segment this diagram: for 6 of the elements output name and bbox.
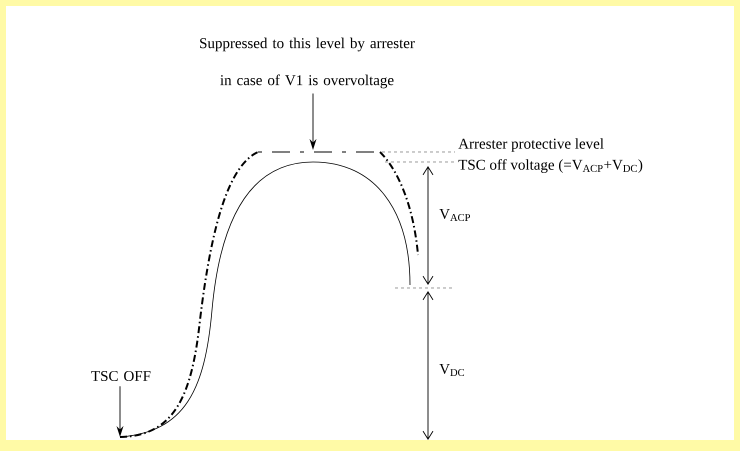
axis-label: Arrester protective level [458, 138, 604, 152]
axis-label: V$_{DC}$ [439, 364, 464, 376]
axis-label: V$_{ACP}$ [439, 208, 470, 222]
axis-label: TSC off voltage (=V$_{ACP}$+V$_{DC}$) [458, 159, 642, 173]
annotation-text: TSC OFF [91, 370, 150, 382]
annotation-text: Suppressed to this level by arrester in case of V1 is overvoltage [200, 38, 415, 88]
